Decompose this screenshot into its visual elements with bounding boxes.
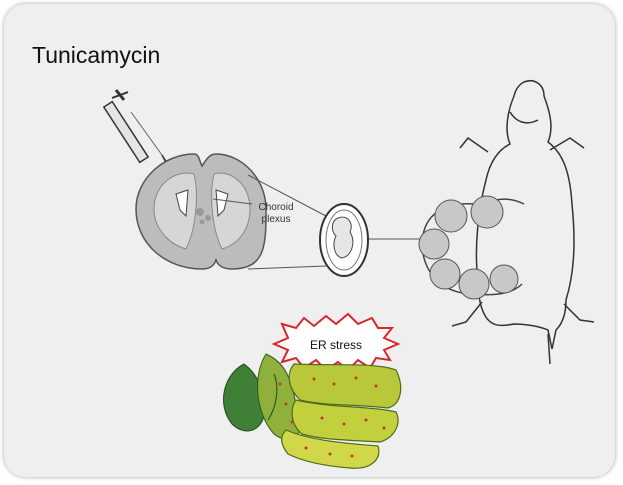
endoplasmic-reticulum-icon [223,354,400,468]
choroid-label-line2: plexus [262,214,291,225]
choroid-label-line1: Choroid [258,202,293,213]
pregnant-mouse-icon [452,81,594,364]
er-stress-label: ER stress [310,338,362,352]
embryo-icon [320,204,368,276]
uterus-icon [419,196,524,299]
er-stress-burst: ER stress [274,314,398,370]
diagram-canvas: Choroid plexus [4,4,615,477]
figure-panel: Tunicamycin Choroid [4,4,615,477]
brain-section-icon [136,154,266,269]
